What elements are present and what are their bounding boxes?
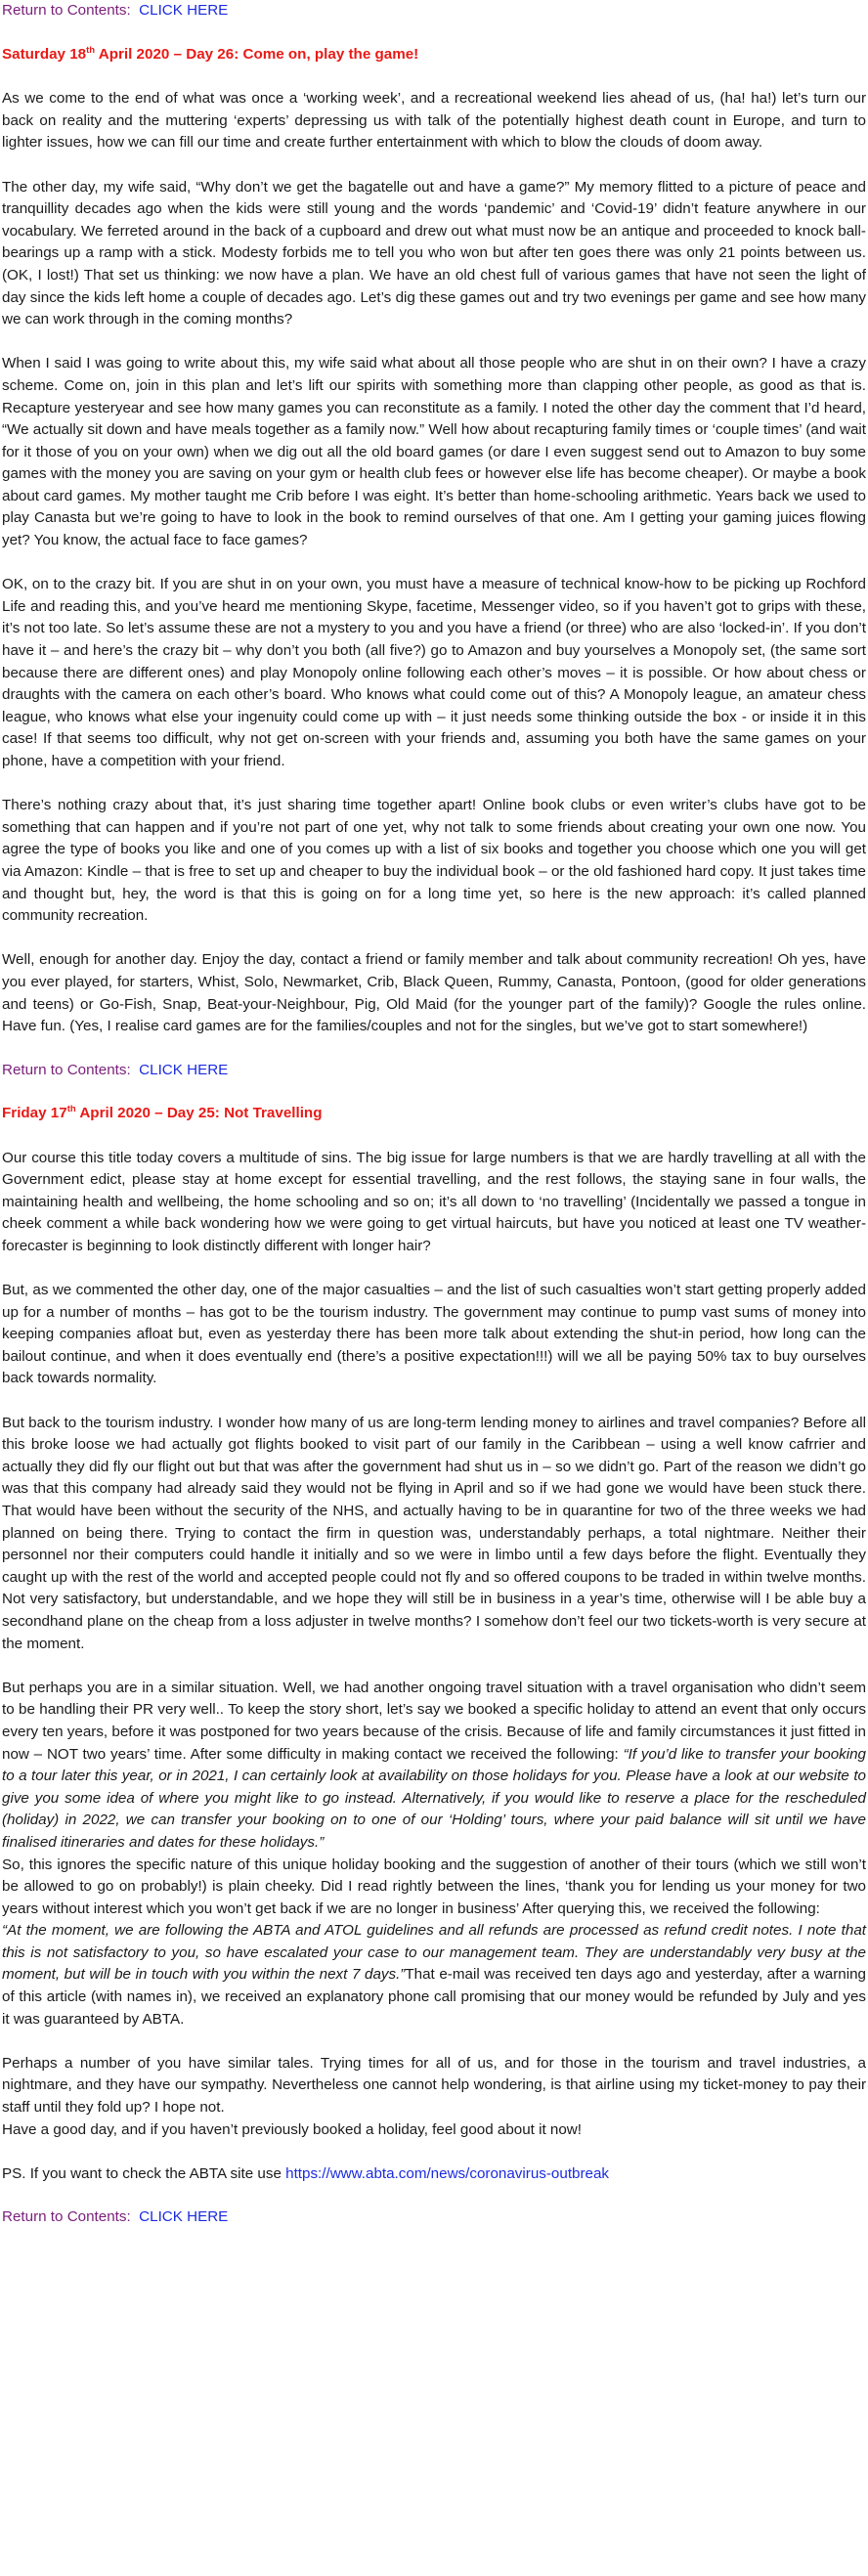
- day25-paragraph-2: But, as we commented the other day, one …: [2, 1282, 866, 1387]
- abta-link[interactable]: https://www.abta.com/news/coronavirus-ou…: [285, 2164, 610, 2182]
- return-nav-bottom: Return to Contents: CLICK HERE: [2, 2206, 866, 2229]
- return-label: Return to Contents:: [2, 2208, 131, 2226]
- day26-paragraph-4: OK, on to the crazy bit. If you are shut…: [2, 576, 866, 769]
- day25-quote-1: “If you’d like to transfer your booking …: [2, 1745, 866, 1851]
- day26-paragraph-6: Well, enough for another day. Enjoy the …: [2, 951, 866, 1035]
- return-label: Return to Contents:: [2, 2, 131, 19]
- day25-paragraph-4: But perhaps you are in a similar situati…: [2, 1678, 866, 1855]
- day25-ps: PS. If you want to check the ABTA site u…: [2, 2163, 866, 2186]
- article-page: Return to Contents: CLICK HERE Saturday …: [2, 0, 866, 2229]
- day25-paragraph-7: Perhaps a number of you have similar tal…: [2, 2054, 866, 2117]
- day25-paragraph-6-tail: That e-mail was received ten days ago an…: [2, 1966, 866, 2028]
- return-label: Return to Contents:: [2, 1061, 131, 1078]
- day25-paragraph-3: But back to the tourism industry. I wond…: [2, 1414, 866, 1652]
- day25-quote-2: “At the moment, we are following the ABT…: [2, 1922, 866, 1984]
- return-link[interactable]: CLICK HERE: [139, 1061, 229, 1078]
- day25-paragraph-1: Our course this title today covers a mul…: [2, 1149, 866, 1254]
- day25-paragraph-8: Have a good day, and if you haven’t prev…: [2, 2120, 582, 2138]
- day26-paragraph-2: The other day, my wife said, “Why don’t …: [2, 178, 866, 328]
- day26-paragraph-3: When I said I was going to write about t…: [2, 355, 866, 549]
- day26-section: Saturday 18th April 2020 – Day 26: Come …: [2, 44, 866, 1038]
- day26-paragraph-1: As we come to the end of what was once a…: [2, 90, 866, 152]
- day25-paragraph-5: So, this ignores the specific nature of …: [2, 1856, 866, 1917]
- day25-section: Friday 17th April 2020 – Day 25: Not Tra…: [2, 1103, 866, 2185]
- return-nav-top: Return to Contents: CLICK HERE: [2, 0, 866, 22]
- day26-paragraph-5: There’s nothing crazy about that, it’s j…: [2, 797, 866, 925]
- return-link[interactable]: CLICK HERE: [139, 2, 229, 19]
- day26-heading: Saturday 18th April 2020 – Day 26: Come …: [2, 44, 419, 63]
- day25-paragraph-6: “At the moment, we are following the ABT…: [2, 1920, 866, 2030]
- day25-heading: Friday 17th April 2020 – Day 25: Not Tra…: [2, 1104, 323, 1122]
- ps-label: PS. If you want to check the ABTA site u…: [2, 2164, 286, 2182]
- return-link[interactable]: CLICK HERE: [139, 2208, 229, 2226]
- return-nav-middle: Return to Contents: CLICK HERE: [2, 1060, 866, 1082]
- day25-paragraph-4-lead: But perhaps you are in a similar situati…: [2, 1679, 866, 1763]
